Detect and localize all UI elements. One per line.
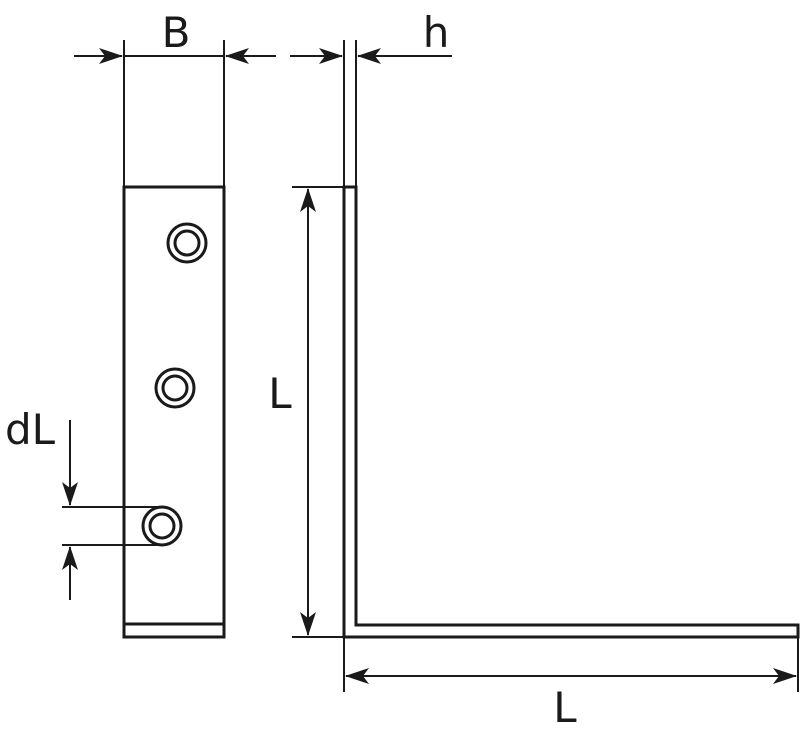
thickness-dimension: h: [290, 8, 452, 187]
plate-outline: [122, 185, 226, 639]
angle-profile: [342, 185, 800, 639]
hole-offset-label: dL: [5, 405, 56, 454]
vertical-length-dimension: L: [268, 186, 344, 638]
mounting-hole-top: [166, 222, 208, 264]
thickness-label: h: [423, 8, 450, 57]
width-dimension: B: [74, 8, 276, 187]
front-view: [122, 185, 226, 639]
horizontal-length-label: L: [553, 683, 577, 732]
hole-offset-dimension: dL: [5, 405, 160, 600]
width-label: B: [162, 8, 191, 57]
mounting-hole-middle: [154, 367, 196, 409]
vertical-length-label: L: [268, 369, 292, 418]
side-view: [342, 185, 800, 639]
horizontal-length-dimension: L: [343, 637, 799, 732]
mounting-hole-bottom: [141, 505, 183, 547]
